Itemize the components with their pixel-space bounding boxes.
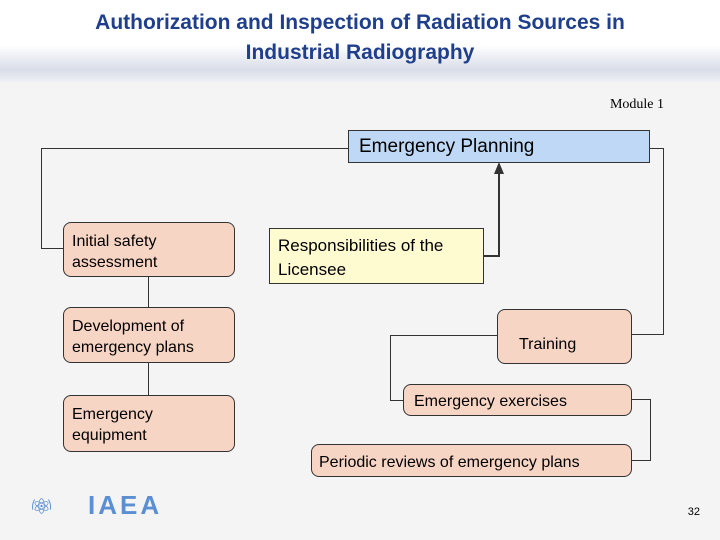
node-initial-safety-label-1: Initial safety <box>72 233 157 250</box>
node-equipment-label-1: Emergency <box>72 406 153 423</box>
iaea-emblem-icon <box>32 498 51 514</box>
node-training: Training <box>497 309 632 364</box>
title-line-1: Authorization and Inspection of Radiatio… <box>95 11 625 34</box>
node-emergency-planning-label: Emergency Planning <box>359 136 535 157</box>
node-initial-safety-label-2: assessment <box>72 254 158 271</box>
iaea-logo-text: IAEA <box>88 490 163 520</box>
node-responsibilities-label-1: Responsibilities of the <box>278 236 444 255</box>
node-development-of-plans: Development of emergency plans <box>63 307 235 363</box>
node-emergency-exercises: Emergency exercises <box>403 384 632 416</box>
page-number: 32 <box>687 506 700 518</box>
node-responsibilities-label-2: Licensee <box>278 260 347 279</box>
module-label: Module 1 <box>609 97 664 112</box>
node-development-label-2: emergency plans <box>72 339 194 356</box>
node-training-label: Training <box>519 336 577 353</box>
arrow-up-icon <box>494 162 504 174</box>
node-initial-safety-assessment: Initial safety assessment <box>63 222 235 277</box>
node-equipment-label-2: equipment <box>72 427 147 444</box>
node-emergency-equipment: Emergency equipment <box>63 395 235 452</box>
node-emergency-planning: Emergency Planning <box>348 130 650 163</box>
title-line-2: Industrial Radiography <box>245 41 475 64</box>
slide-header <box>0 0 720 82</box>
node-periodic-reviews-label: Periodic reviews of emergency plans <box>319 454 580 471</box>
node-responsibilities: Responsibilities of the Licensee <box>269 228 484 284</box>
slide-title: Authorization and Inspection of Radiatio… <box>0 8 720 68</box>
node-exercises-label: Emergency exercises <box>414 393 567 410</box>
node-periodic-reviews: Periodic reviews of emergency plans <box>311 444 632 477</box>
node-development-label-1: Development of <box>72 318 185 335</box>
